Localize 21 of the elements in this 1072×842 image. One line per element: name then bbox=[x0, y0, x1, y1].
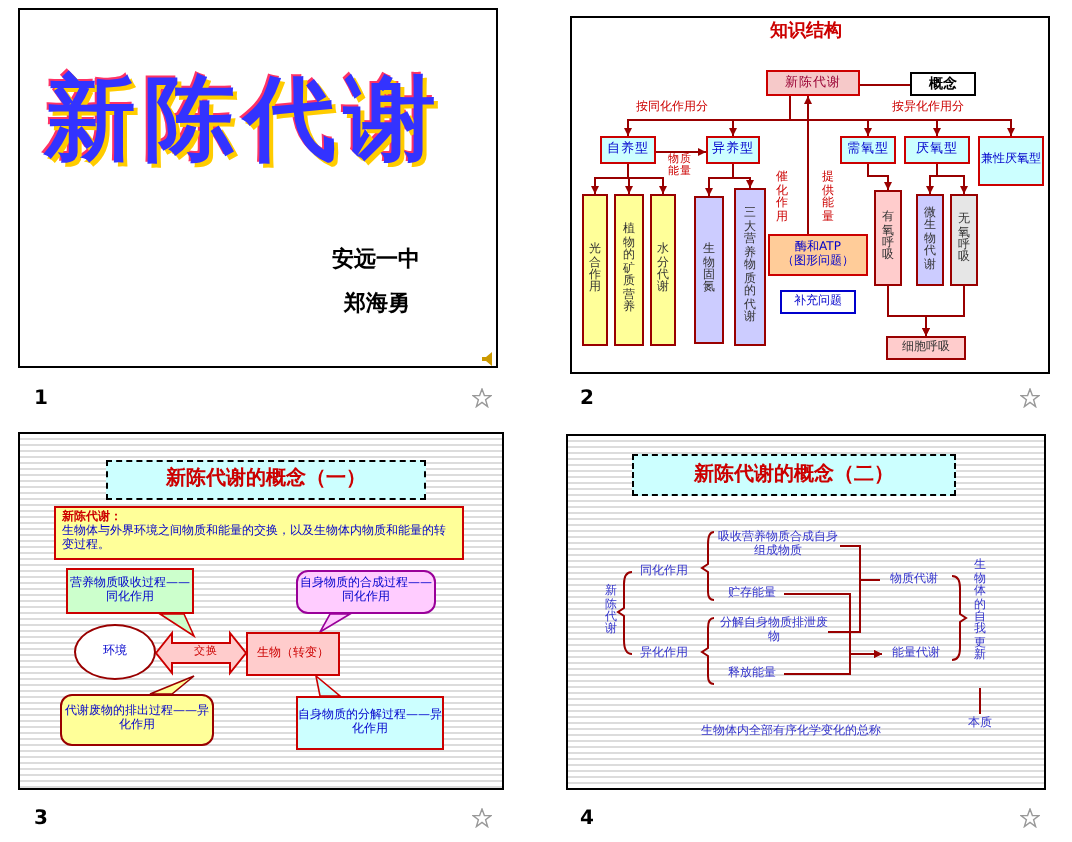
author-text: 郑海勇 bbox=[344, 292, 410, 317]
connector-line bbox=[859, 84, 911, 86]
arrow bbox=[783, 650, 883, 675]
arrow bbox=[655, 148, 707, 156]
slide-number: 2 bbox=[580, 388, 594, 410]
arrow bbox=[804, 95, 812, 235]
title-text: 新陈代谢 bbox=[44, 68, 444, 170]
connector-line bbox=[827, 579, 881, 633]
title-box: 新陈代谢的概念（一） bbox=[106, 460, 426, 500]
school-text: 安远一中 bbox=[332, 248, 420, 273]
arrow bbox=[732, 163, 754, 189]
connector-line bbox=[979, 687, 981, 715]
slide-number: 4 bbox=[580, 808, 594, 830]
slide-number: 1 bbox=[34, 388, 48, 410]
heading-text: 知识结构 bbox=[770, 24, 842, 44]
arrow bbox=[936, 163, 968, 195]
slide-number: 3 bbox=[34, 808, 48, 830]
arrow bbox=[867, 163, 892, 191]
arrow bbox=[922, 285, 965, 337]
arrow bbox=[789, 95, 1015, 137]
title-box: 新陈代谢的概念（二） bbox=[632, 454, 956, 496]
